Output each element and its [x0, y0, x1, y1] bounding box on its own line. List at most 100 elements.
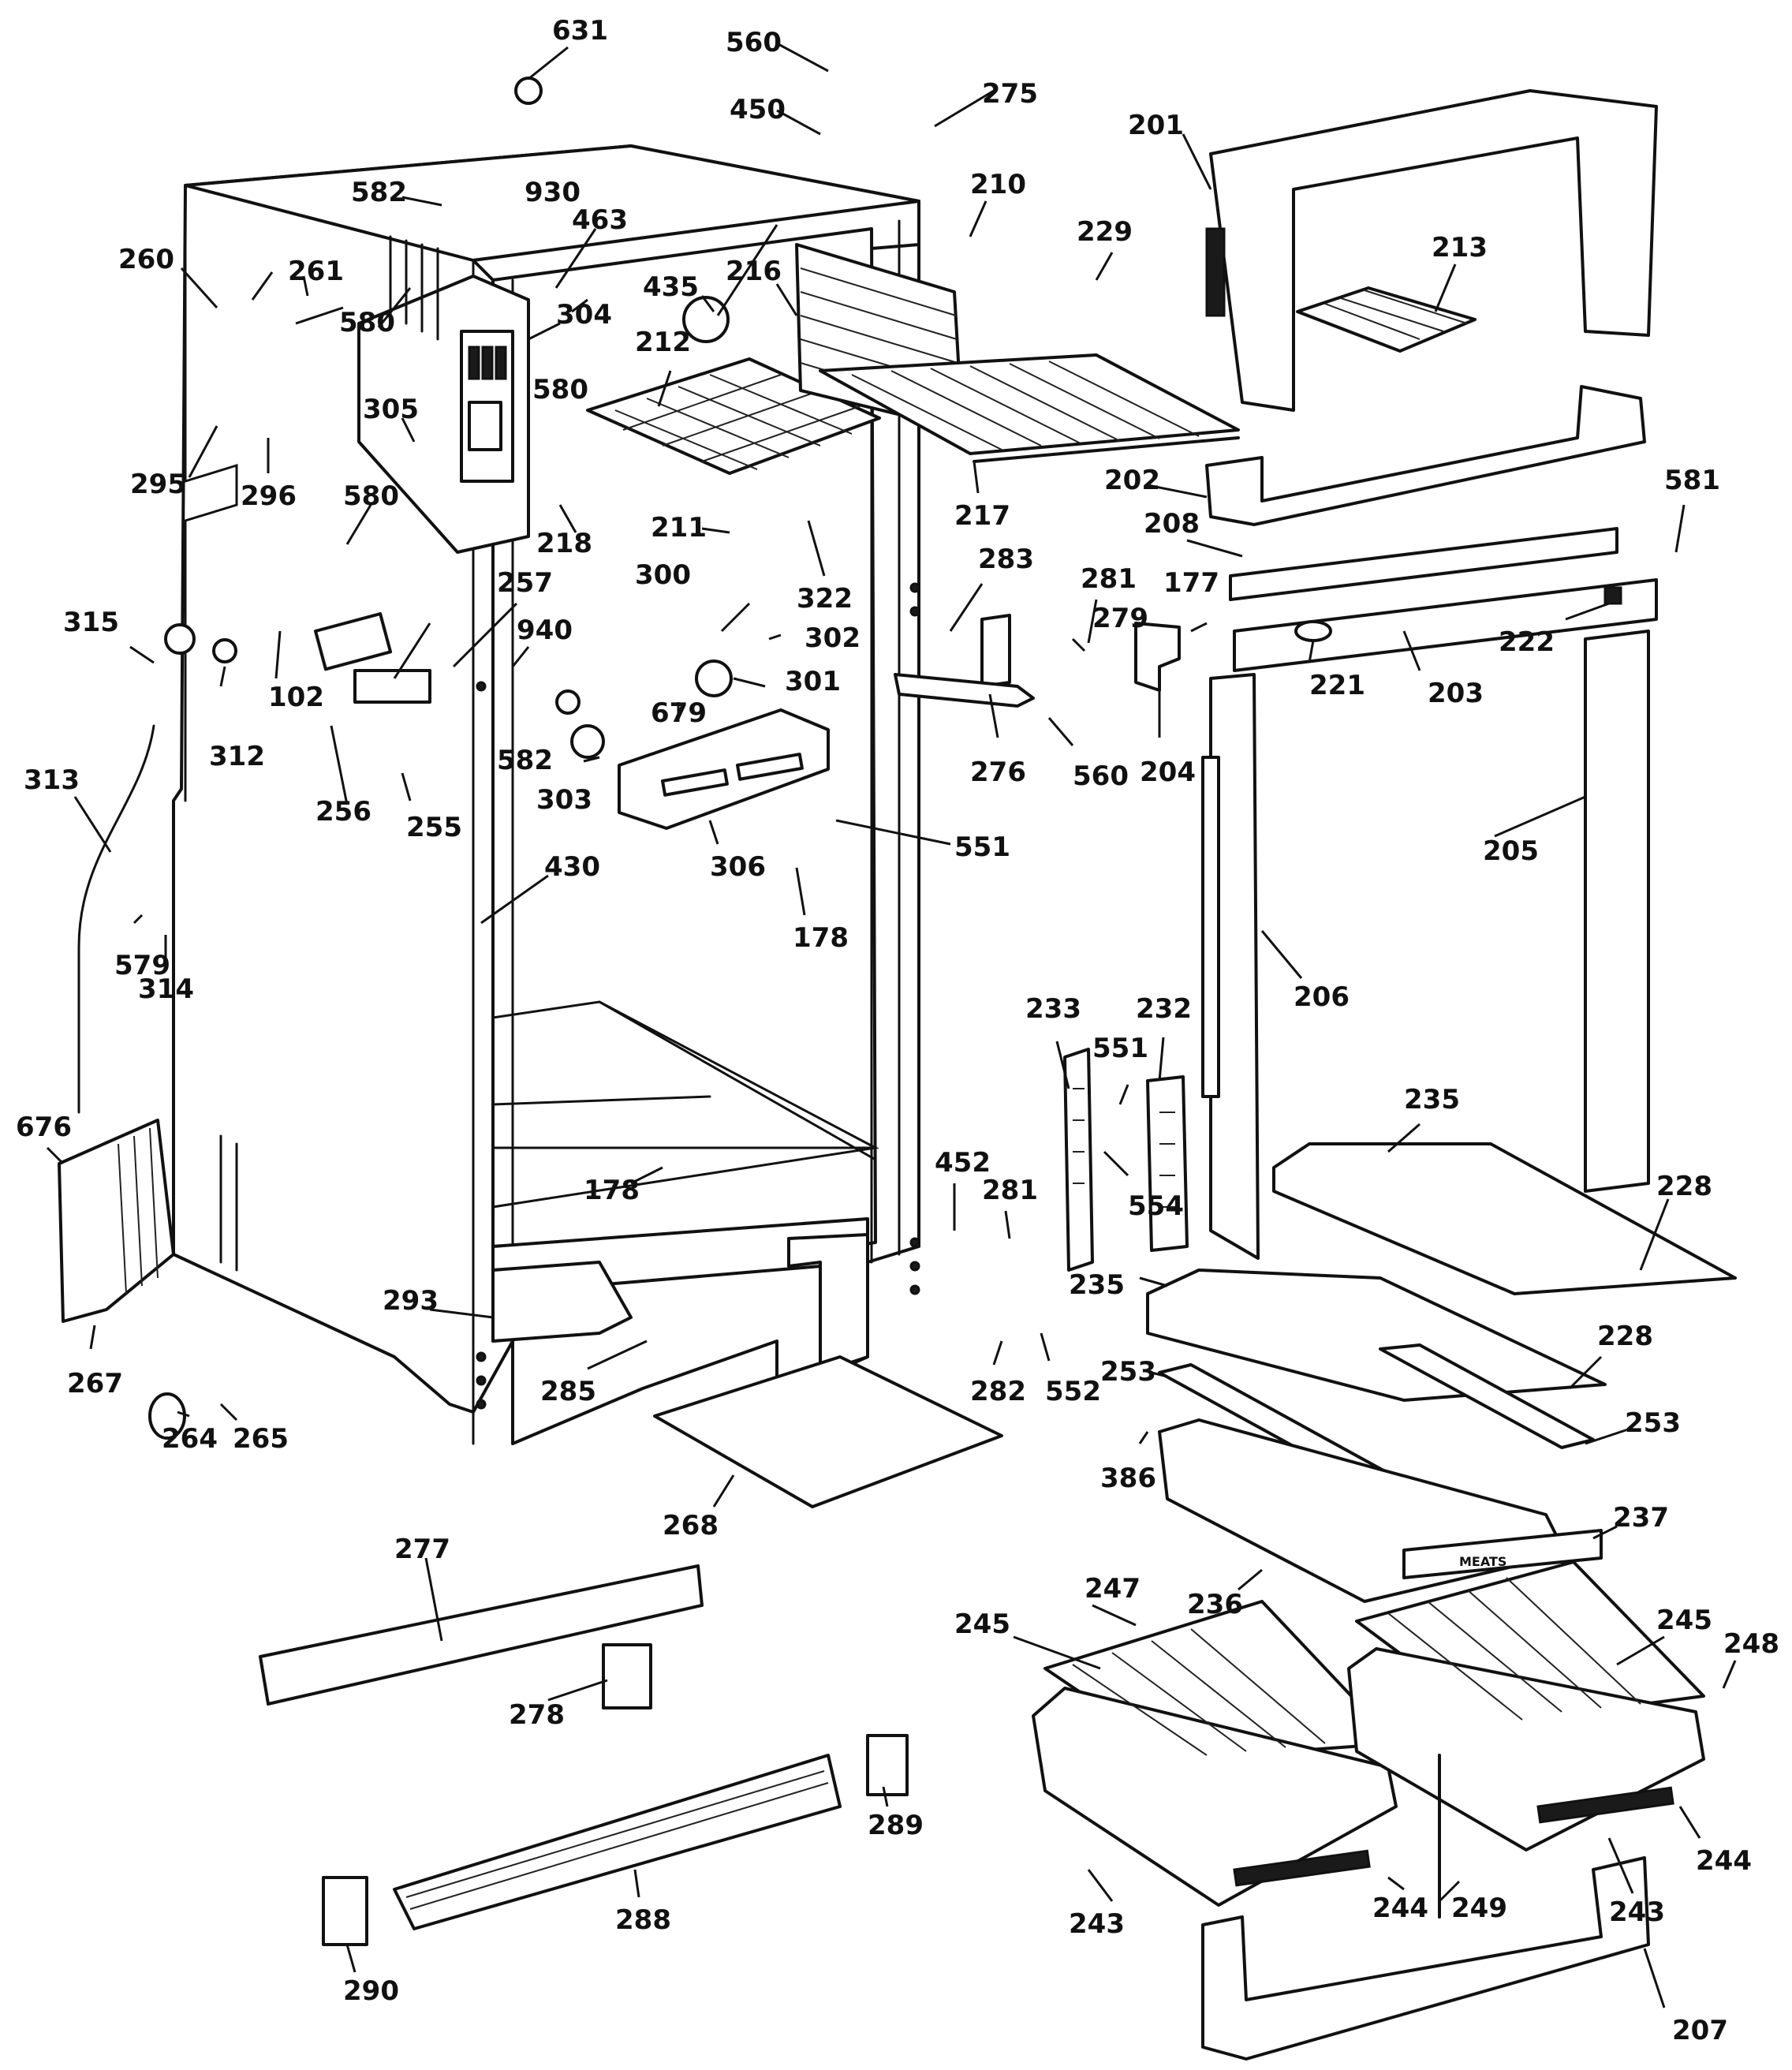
grille-clip-left: [322, 1876, 368, 1946]
callout: 206: [1294, 981, 1350, 1013]
shelf-support-right: [1146, 1075, 1189, 1252]
callout: 205: [1483, 835, 1539, 867]
callout: 289: [868, 1810, 924, 1841]
callout: 253: [1100, 1356, 1156, 1388]
callout: 267: [67, 1368, 123, 1399]
callout: 582: [351, 177, 407, 208]
callout: 305: [363, 394, 419, 425]
callout: 452: [935, 1147, 991, 1179]
freezer-shelf-grid: [614, 374, 861, 470]
callout: 228: [1597, 1321, 1653, 1352]
callout: 177: [1163, 567, 1219, 599]
callout: 580: [532, 374, 588, 405]
wire-shelf-base: [819, 353, 1240, 455]
defrost-cover: [58, 1119, 175, 1323]
leveling-leg: [212, 638, 237, 663]
callout: 243: [1609, 1896, 1665, 1928]
callout: 580: [343, 480, 399, 512]
callout: 268: [663, 1510, 719, 1541]
callout: 237: [1613, 1502, 1669, 1534]
callout: 288: [615, 1904, 671, 1936]
callout: 277: [394, 1534, 450, 1565]
callout: 313: [24, 764, 80, 796]
shelf-rail: [973, 436, 1240, 463]
callout: 244: [1696, 1845, 1752, 1877]
callout: 463: [572, 204, 628, 236]
callout: 210: [970, 169, 1026, 200]
callout: 204: [1140, 757, 1196, 788]
callout: 282: [970, 1376, 1026, 1407]
knob: [514, 77, 543, 105]
ice-tray: [1296, 286, 1477, 353]
door-bottom: [1205, 385, 1646, 526]
callout: 221: [1309, 670, 1365, 701]
hinge-plate: [1134, 622, 1181, 692]
callout: 233: [1025, 993, 1081, 1025]
callout: 631: [552, 15, 608, 47]
callout: 260: [118, 244, 174, 275]
callout: 235: [1069, 1269, 1125, 1301]
callout: 203: [1428, 678, 1484, 709]
glass-shelf-middle: [1146, 1269, 1607, 1402]
light-socket: [570, 724, 605, 759]
callout: 430: [544, 851, 600, 883]
callout: 249: [1451, 1893, 1507, 1924]
callout: 322: [797, 583, 853, 615]
crisper-rail-right: [1379, 1343, 1595, 1449]
callout: 579: [114, 950, 170, 981]
callout: 243: [1069, 1908, 1125, 1940]
defrost-timer: [602, 1643, 652, 1709]
control-slot-a: [661, 768, 729, 797]
callout: 450: [730, 94, 786, 125]
callout: 244: [1372, 1893, 1428, 1924]
callout: 228: [1656, 1171, 1712, 1202]
mullion-bar: [1233, 578, 1658, 672]
callout: 295: [130, 469, 186, 500]
callout: 930: [525, 177, 581, 208]
callout: 202: [1104, 465, 1160, 496]
thermostat-knob: [555, 689, 581, 715]
callout: 386: [1100, 1463, 1156, 1494]
callout: 261: [288, 256, 344, 287]
callout: 257: [497, 567, 553, 599]
callout: 306: [710, 851, 766, 883]
callout: 245: [954, 1609, 1010, 1640]
crisper-handle-left: [1233, 1849, 1371, 1887]
callout: 178: [584, 1175, 640, 1206]
switch: [314, 612, 393, 671]
shelf-support-left: [1063, 1048, 1094, 1272]
callout: 281: [982, 1175, 1038, 1206]
callout: 201: [1128, 110, 1184, 141]
callout: 560: [726, 27, 782, 58]
hinge-arm: [894, 673, 1035, 708]
door-gasket: [1584, 630, 1650, 1193]
callout: 290: [343, 1975, 399, 2007]
hinge-cap: [164, 623, 196, 655]
door-strip-seal: [1201, 756, 1220, 1098]
callout: 275: [982, 78, 1038, 110]
callout: 279: [1092, 603, 1148, 634]
callout: 580: [339, 307, 395, 338]
callout: 582: [497, 745, 553, 776]
callout: 314: [138, 973, 194, 1005]
callout: 236: [1187, 1589, 1243, 1620]
callout: 435: [643, 271, 699, 303]
callout: 283: [978, 544, 1034, 575]
callout: 222: [1499, 626, 1555, 658]
base-rail: [259, 1564, 704, 1706]
callout: 300: [635, 559, 691, 591]
callout: 208: [1144, 508, 1200, 540]
meat-drawer-label: MEATS: [1459, 1554, 1506, 1569]
callout: 217: [954, 500, 1010, 532]
callout: 213: [1432, 232, 1488, 263]
leader-lines: [46, 42, 1737, 2008]
crisper-drawer-left: [1032, 1687, 1398, 1907]
callout: 276: [970, 757, 1026, 788]
glass-shelf-upper: [1272, 1142, 1737, 1295]
callout: 551: [954, 831, 1010, 863]
drip-pan: [653, 1355, 1003, 1508]
toe-grille: [393, 1754, 842, 1930]
callout: 253: [1625, 1407, 1681, 1439]
callout: 560: [1073, 760, 1129, 792]
